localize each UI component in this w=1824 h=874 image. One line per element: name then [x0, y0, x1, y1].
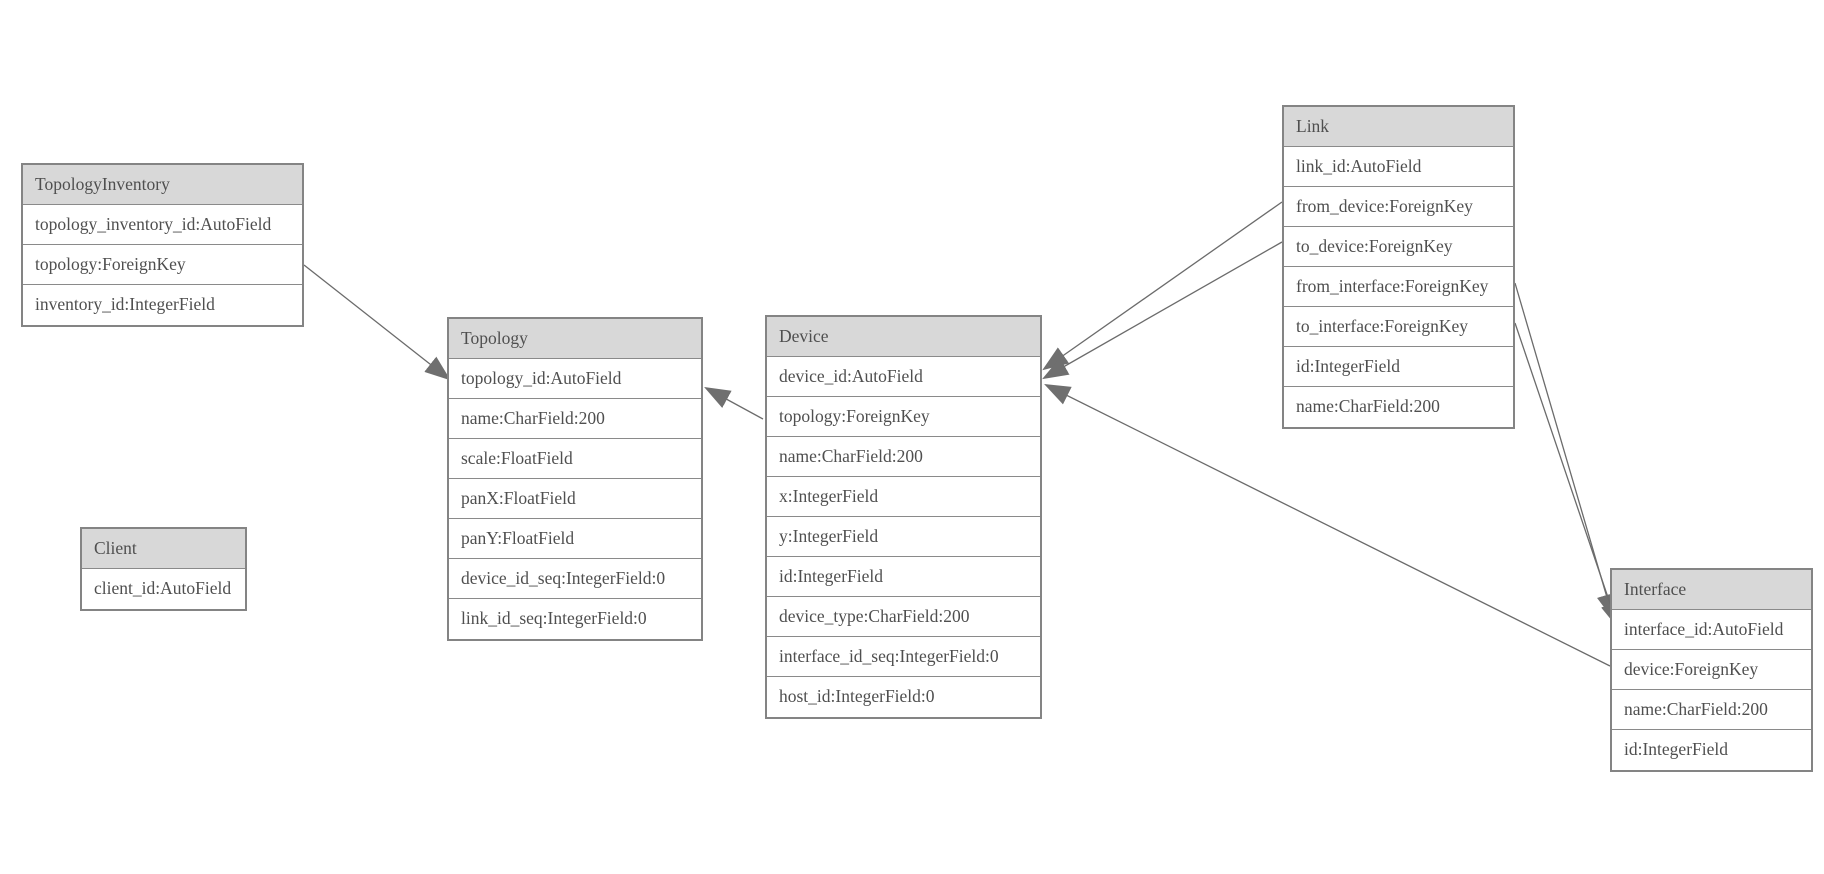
field-row: client_id:AutoField: [82, 569, 245, 609]
field-row: interface_id:AutoField: [1612, 610, 1811, 650]
relation-device-topology-to-topology: [704, 386, 764, 420]
field-row: id:IntegerField: [767, 557, 1040, 597]
field-row: link_id:AutoField: [1284, 147, 1513, 187]
field-row: panX:FloatField: [449, 479, 701, 519]
field-row: name:CharField:200: [1284, 387, 1513, 427]
field-row: device:ForeignKey: [1612, 650, 1811, 690]
field-row: scale:FloatField: [449, 439, 701, 479]
field-row: interface_id_seq:IntegerField:0: [767, 637, 1040, 677]
field-row: inventory_id:IntegerField: [23, 285, 302, 325]
field-row: topology:ForeignKey: [23, 245, 302, 285]
field-row: to_interface:ForeignKey: [1284, 307, 1513, 347]
relation-topologyinventory-topology-to-topology: [303, 264, 451, 381]
entity-title: TopologyInventory: [23, 165, 302, 205]
relation-link-to-device-to-device: [1042, 241, 1283, 380]
field-row: device_type:CharField:200: [767, 597, 1040, 637]
field-row: from_device:ForeignKey: [1284, 187, 1513, 227]
field-row: topology:ForeignKey: [767, 397, 1040, 437]
field-row: device_id_seq:IntegerField:0: [449, 559, 701, 599]
field-row: panY:FloatField: [449, 519, 701, 559]
relation-link-to-interface-to-interface: [1514, 322, 1620, 630]
field-row: name:CharField:200: [767, 437, 1040, 477]
field-row: x:IntegerField: [767, 477, 1040, 517]
field-row: topology_inventory_id:AutoField: [23, 205, 302, 245]
field-row: link_id_seq:IntegerField:0: [449, 599, 701, 639]
entity-title: Client: [82, 529, 245, 569]
field-row: to_device:ForeignKey: [1284, 227, 1513, 267]
field-row: name:CharField:200: [1612, 690, 1811, 730]
field-row: host_id:IntegerField:0: [767, 677, 1040, 717]
field-row: name:CharField:200: [449, 399, 701, 439]
field-row: topology_id:AutoField: [449, 359, 701, 399]
entity-title: Link: [1284, 107, 1513, 147]
relation-link-from-device-to-device: [1042, 201, 1283, 371]
field-row: y:IntegerField: [767, 517, 1040, 557]
entity-title: Topology: [449, 319, 701, 359]
entity-title: Interface: [1612, 570, 1811, 610]
entity-title: Device: [767, 317, 1040, 357]
field-row: from_interface:ForeignKey: [1284, 267, 1513, 307]
field-row: device_id:AutoField: [767, 357, 1040, 397]
relation-link-from-interface-to-interface: [1514, 282, 1616, 621]
field-row: id:IntegerField: [1284, 347, 1513, 387]
field-row: id:IntegerField: [1612, 730, 1811, 770]
